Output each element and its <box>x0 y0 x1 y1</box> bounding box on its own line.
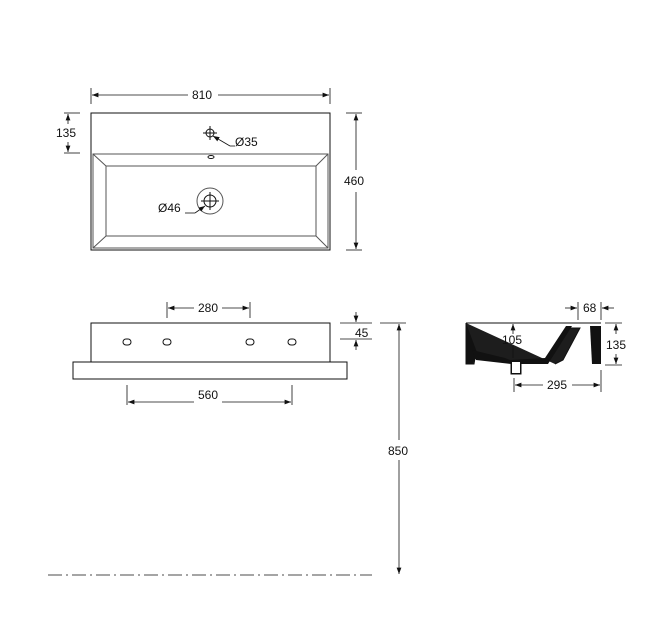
basin-section <box>472 326 572 374</box>
overflow-hole <box>207 155 215 159</box>
tap-hole-label: Ø35 <box>235 135 258 149</box>
front-view: 280 560 45 850 <box>48 301 408 576</box>
height-label: 135 <box>606 338 626 352</box>
tap-hole-icon <box>203 126 217 140</box>
basin-front <box>90 322 331 363</box>
rim-height-label: 45 <box>355 326 369 340</box>
bowl-depth-label: 105 <box>502 333 522 347</box>
drain-label: Ø46 <box>158 201 181 215</box>
mount-height-label: 850 <box>388 444 408 458</box>
mount-holes <box>122 338 297 346</box>
drain-offset-label: 295 <box>547 378 567 392</box>
deck-label: 135 <box>56 126 76 140</box>
wall-label: 68 <box>583 301 597 315</box>
depth-label: 460 <box>344 174 364 188</box>
hole-spacing-inner-label: 280 <box>198 301 218 315</box>
width-label: 810 <box>192 88 212 102</box>
hole-spacing-outer-label: 560 <box>198 388 218 402</box>
basin-outline-top <box>90 112 331 251</box>
countertop <box>72 361 348 380</box>
top-view: Ø35 Ø46 810 135 460 <box>56 88 364 251</box>
drain-icon <box>196 187 224 215</box>
side-view: 68 135 105 295 <box>465 301 626 392</box>
